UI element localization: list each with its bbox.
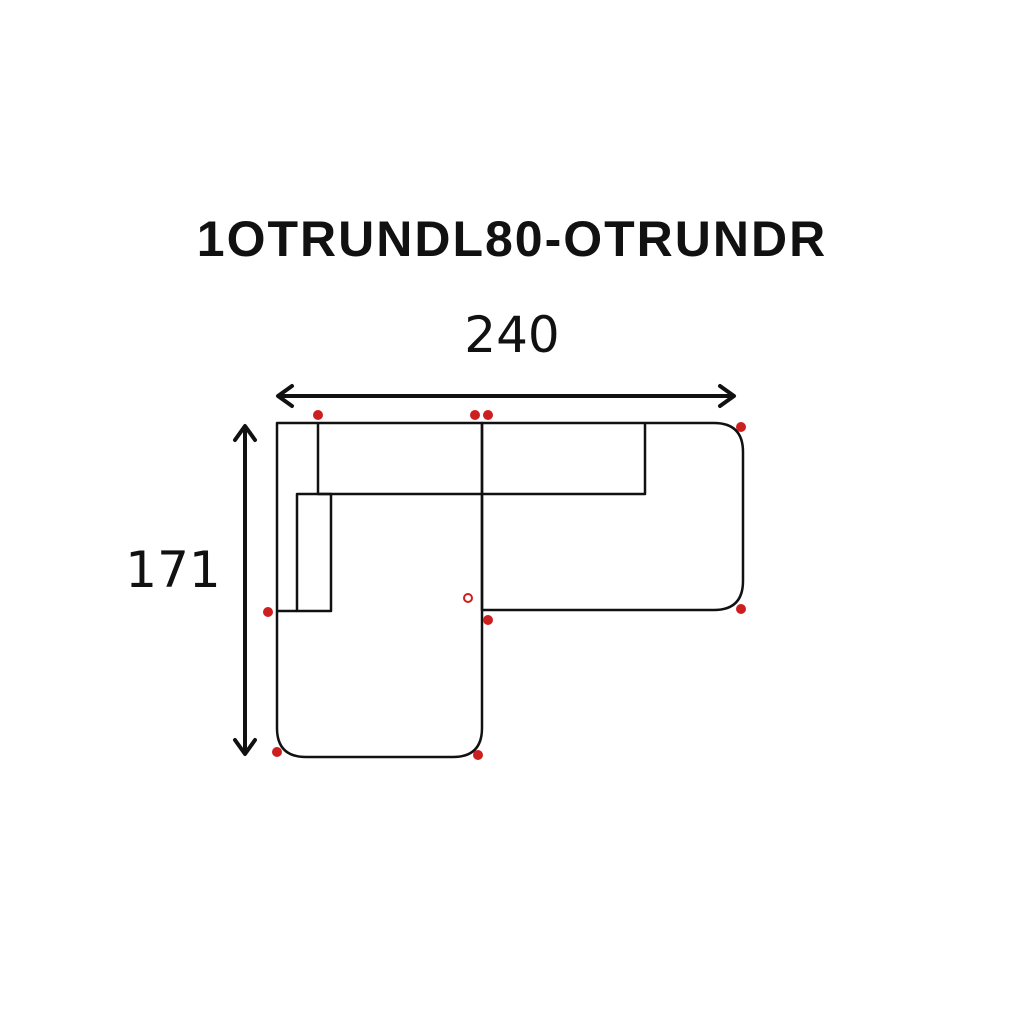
- connection-markers: [263, 410, 746, 760]
- marker-dot: [470, 410, 480, 420]
- marker-dot: [473, 750, 483, 760]
- depth-dimension-label: 171: [125, 541, 221, 599]
- width-dimension-label: 240: [464, 306, 560, 364]
- marker-dot: [483, 410, 493, 420]
- product-code-title: 1OTRUNDL80-OTRUNDR: [196, 211, 828, 267]
- backrest-cushion: [316, 423, 647, 496]
- marker-dot: [736, 604, 746, 614]
- marker-dot: [483, 615, 493, 625]
- marker-dot: [272, 747, 282, 757]
- marker-dot: [263, 607, 273, 617]
- marker-dot: [736, 422, 746, 432]
- armrest: [295, 492, 333, 613]
- left-chaise-module: [275, 421, 484, 759]
- depth-arrow: [233, 424, 257, 756]
- right-corner-module: [480, 421, 745, 612]
- marker-dot: [313, 410, 323, 420]
- width-arrow: [276, 384, 736, 408]
- center-marker-ring: [463, 593, 473, 603]
